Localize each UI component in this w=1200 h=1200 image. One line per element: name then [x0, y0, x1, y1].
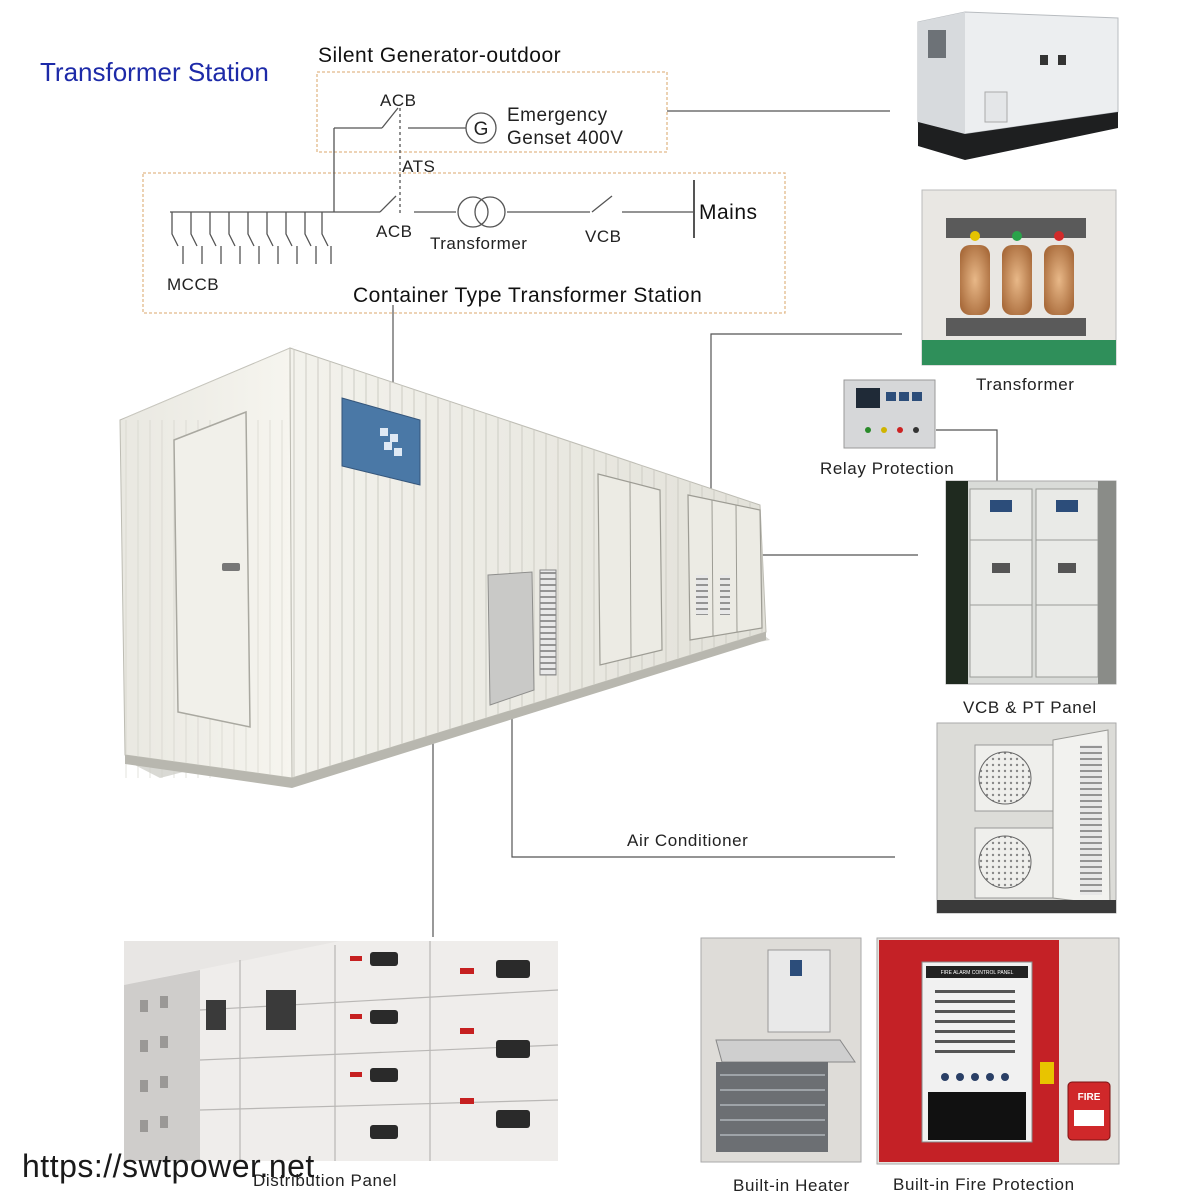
mccb-label: MCCB: [167, 275, 220, 294]
relay-photo: [843, 379, 936, 449]
generator-symbol-text: G: [474, 119, 489, 140]
mains-label: Mains: [699, 201, 758, 224]
distribution-panel-photo: [124, 941, 559, 1161]
ats-label: ATS: [402, 157, 436, 176]
caption-heater: Built-in Heater: [733, 1176, 850, 1195]
generator-photo: [913, 10, 1119, 162]
acb-top-label: ACB: [380, 91, 417, 110]
fire-panel-header: FIRE ALARM CONTROL PANEL: [941, 970, 1014, 976]
caption-distribution-panel: Distribution Panel: [253, 1171, 398, 1190]
station-title: Container Type Transformer Station: [353, 284, 703, 307]
acb-main-label: ACB: [376, 222, 413, 241]
emergency-label-2: Genset 400V: [507, 128, 624, 149]
caption-transformer: Transformer: [976, 375, 1075, 394]
transformer-symbol-b: [474, 196, 506, 228]
container: [119, 344, 770, 788]
page-title: Transformer Station: [40, 57, 269, 87]
station-dotted-box: [142, 172, 786, 314]
mccb-switches: [171, 212, 332, 264]
heater-photo: [700, 937, 862, 1163]
vcb-panel-photo: [945, 480, 1117, 685]
vcb-switch: [591, 195, 613, 213]
caption-vcb-pt-panel: VCB & PT Panel: [963, 698, 1097, 717]
door-handle: [222, 563, 240, 571]
schematic: [142, 71, 786, 314]
watermark-url[interactable]: https://swtpower.net: [22, 1148, 315, 1184]
main-acb-switch: [379, 195, 397, 213]
generator-dotted-box: [316, 71, 668, 153]
fire-box-label: FIRE: [1078, 1092, 1101, 1103]
fire-protection-photo: [876, 937, 1120, 1165]
gen-acb-switch: [381, 107, 399, 129]
caption-fire-protection: Built-in Fire Protection: [893, 1175, 1075, 1194]
caption-relay-protection: Relay Protection: [820, 459, 955, 478]
transformer-schematic-label: Transformer: [430, 234, 528, 253]
container-door: [173, 410, 251, 728]
generator-symbol: [465, 112, 497, 144]
generator-box-title: Silent Generator-outdoor: [318, 44, 562, 67]
transformer-photo: [921, 189, 1117, 366]
emergency-label-1: Emergency: [507, 105, 608, 126]
logo-sign: [341, 397, 421, 486]
transformer-symbol-a: [457, 196, 489, 228]
service-door: [487, 571, 535, 706]
caption-air-conditioner: Air Conditioner: [627, 831, 749, 850]
air-conditioner-photo: [936, 722, 1117, 914]
vcb-label: VCB: [585, 227, 622, 246]
